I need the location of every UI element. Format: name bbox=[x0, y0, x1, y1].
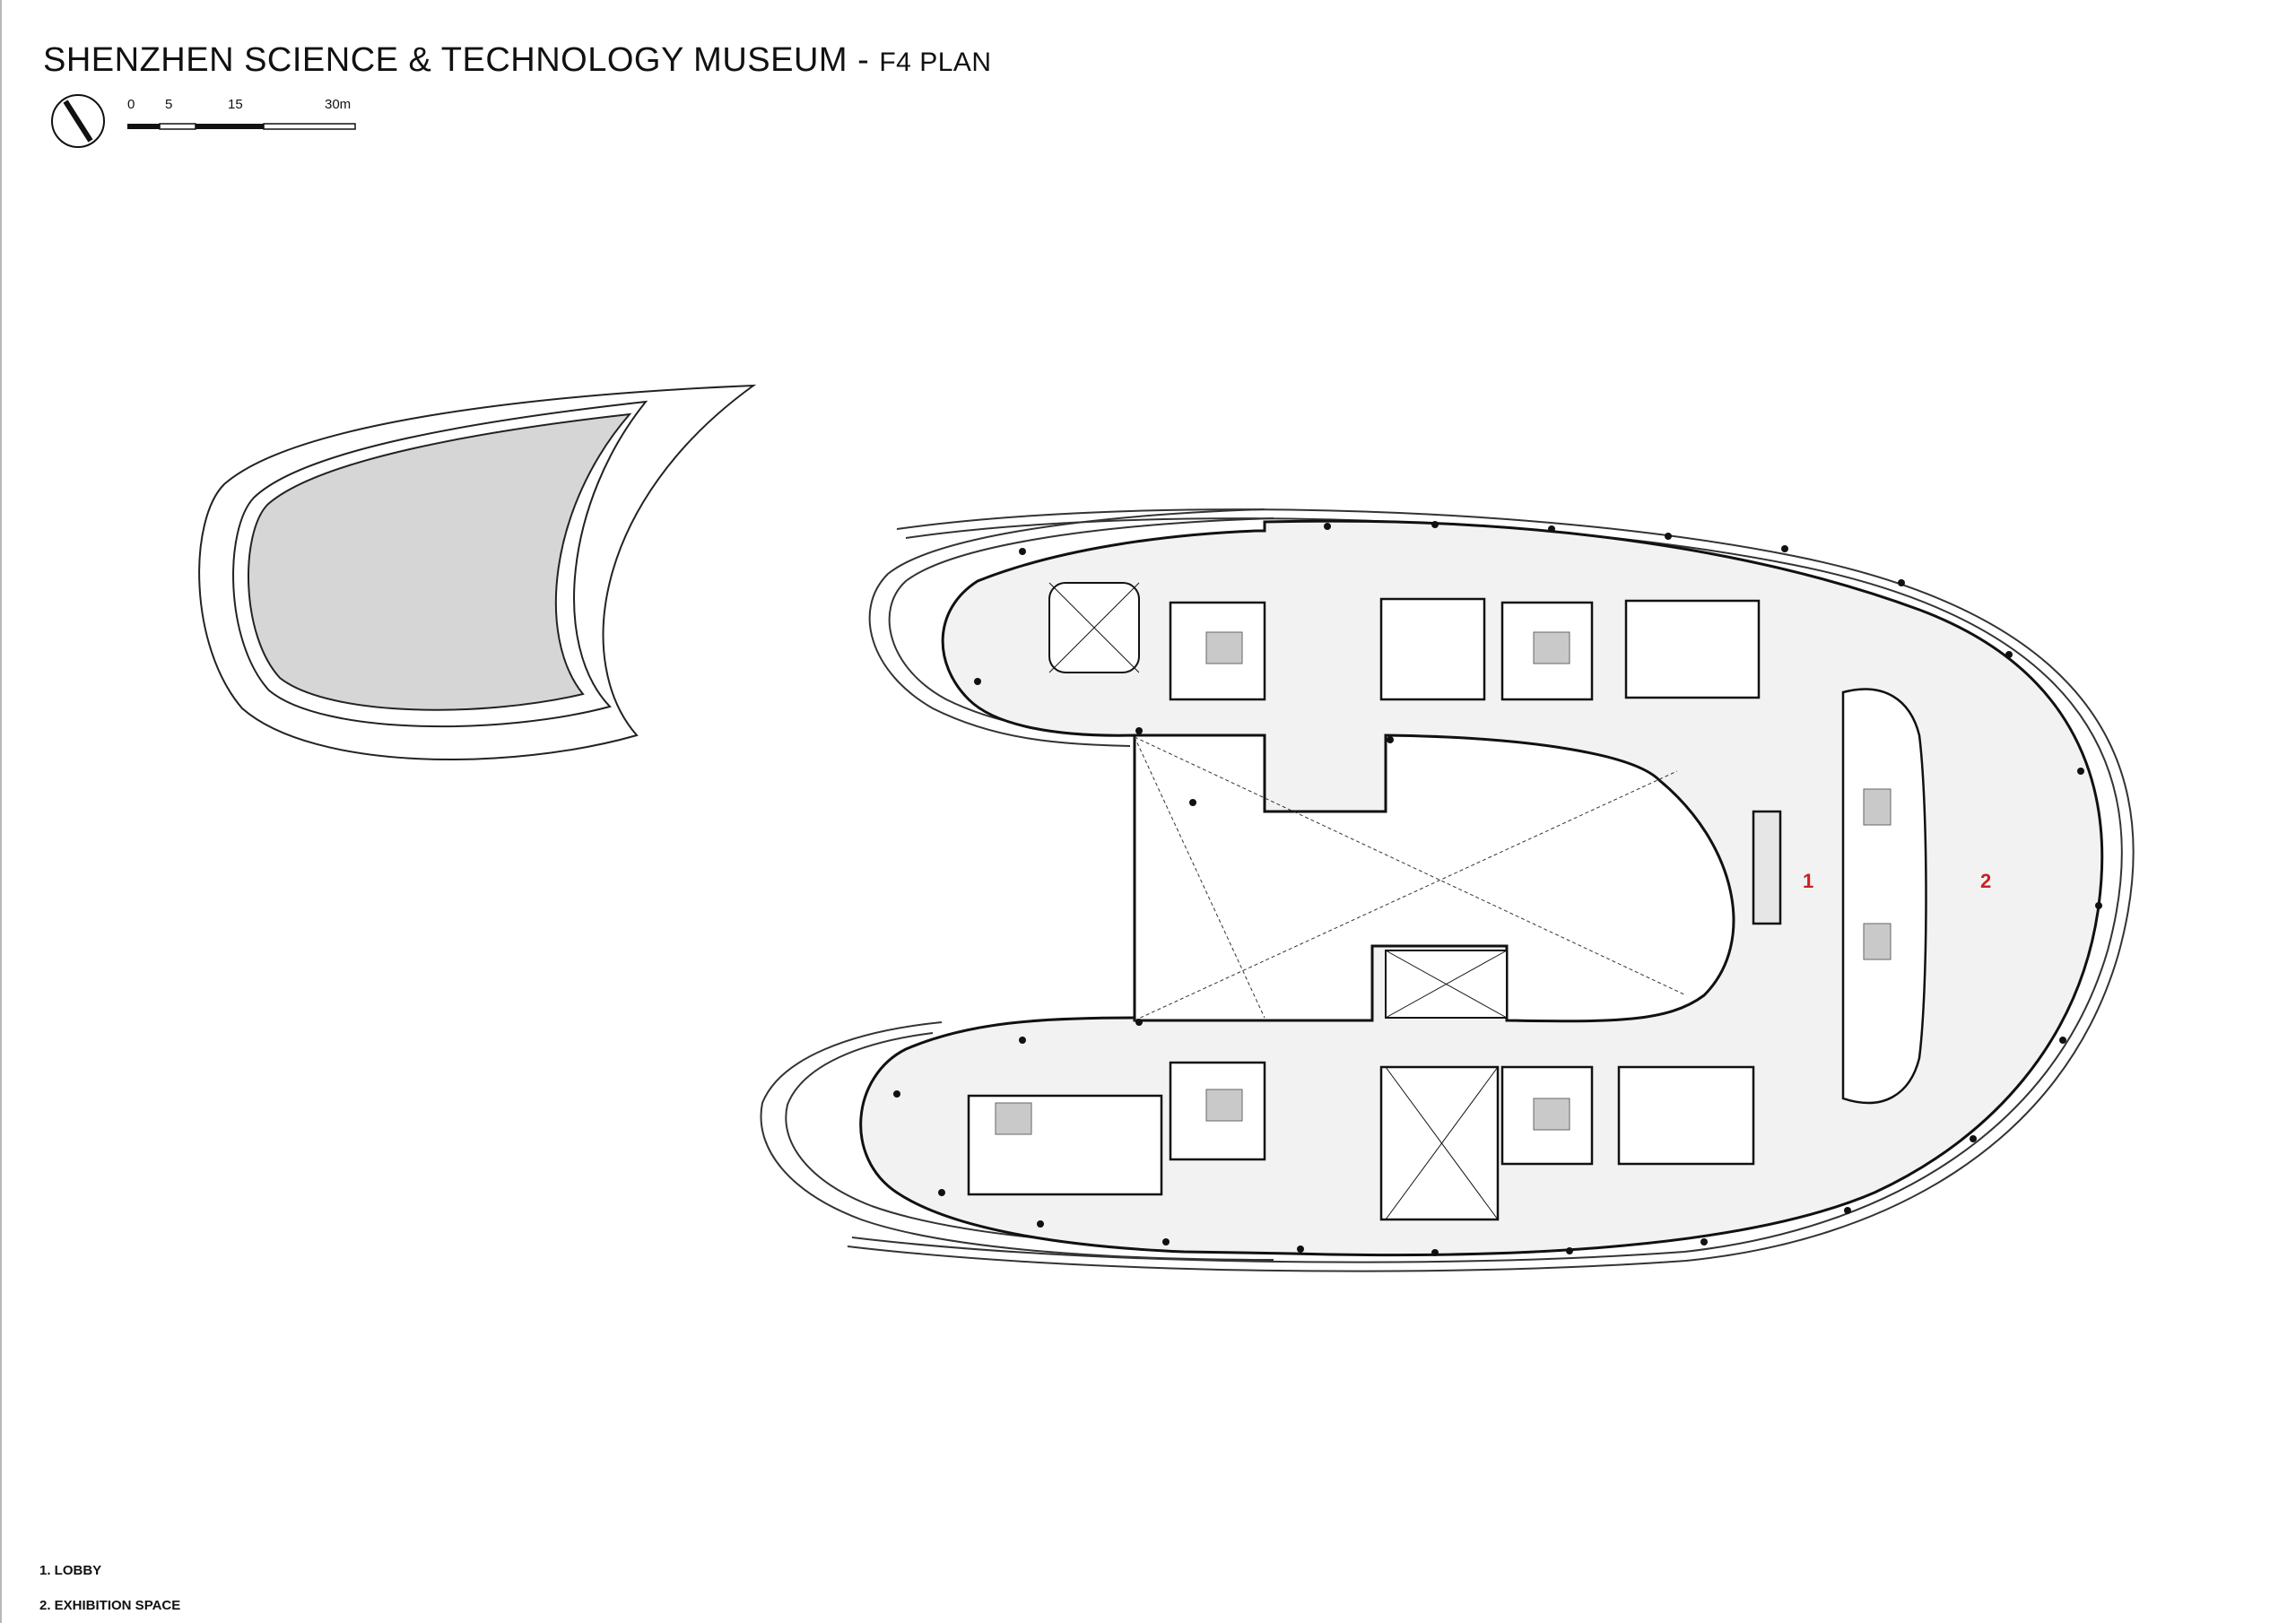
core-east bbox=[1841, 688, 1927, 1105]
page-border-left bbox=[0, 0, 2, 1623]
scale-label-0: 0 bbox=[127, 97, 135, 112]
title-sub: F4 PLAN bbox=[879, 48, 992, 77]
scale-label-5: 5 bbox=[165, 97, 173, 112]
scale-label-30: 30m bbox=[325, 97, 352, 112]
columns bbox=[893, 521, 2102, 1256]
core-bottom-void bbox=[1379, 1065, 1500, 1221]
legend-item-exhibition: 2. EXHIBITION SPACE bbox=[39, 1598, 181, 1613]
scale-label-15: 15 bbox=[228, 97, 243, 112]
core-bottom-far-right bbox=[1617, 1065, 1755, 1166]
stair-hatching bbox=[995, 631, 1892, 1135]
core-top-center bbox=[1379, 597, 1486, 701]
drawing-title: SHENZHEN SCIENCE & TECHNOLOGY MUSEUM - F… bbox=[43, 41, 992, 80]
canopy-roof bbox=[198, 384, 757, 760]
north-arrow-icon bbox=[51, 94, 105, 148]
legend-item-lobby: 1. LOBBY bbox=[39, 1563, 102, 1578]
open-voids bbox=[1048, 582, 1508, 1220]
scale-bar-graphic bbox=[127, 123, 356, 130]
label-lobby: 1 bbox=[1803, 870, 1813, 892]
title-main: SHENZHEN SCIENCE & TECHNOLOGY MUSEUM - bbox=[43, 41, 880, 79]
label-exhibition: 2 bbox=[1980, 870, 1991, 892]
core-top-far-right bbox=[1624, 599, 1761, 699]
legend: 1. LOBBY 2. EXHIBITION SPACE bbox=[39, 1553, 180, 1623]
scale-bar: 0 5 15 30m bbox=[126, 97, 359, 142]
escalator bbox=[1752, 810, 1782, 925]
